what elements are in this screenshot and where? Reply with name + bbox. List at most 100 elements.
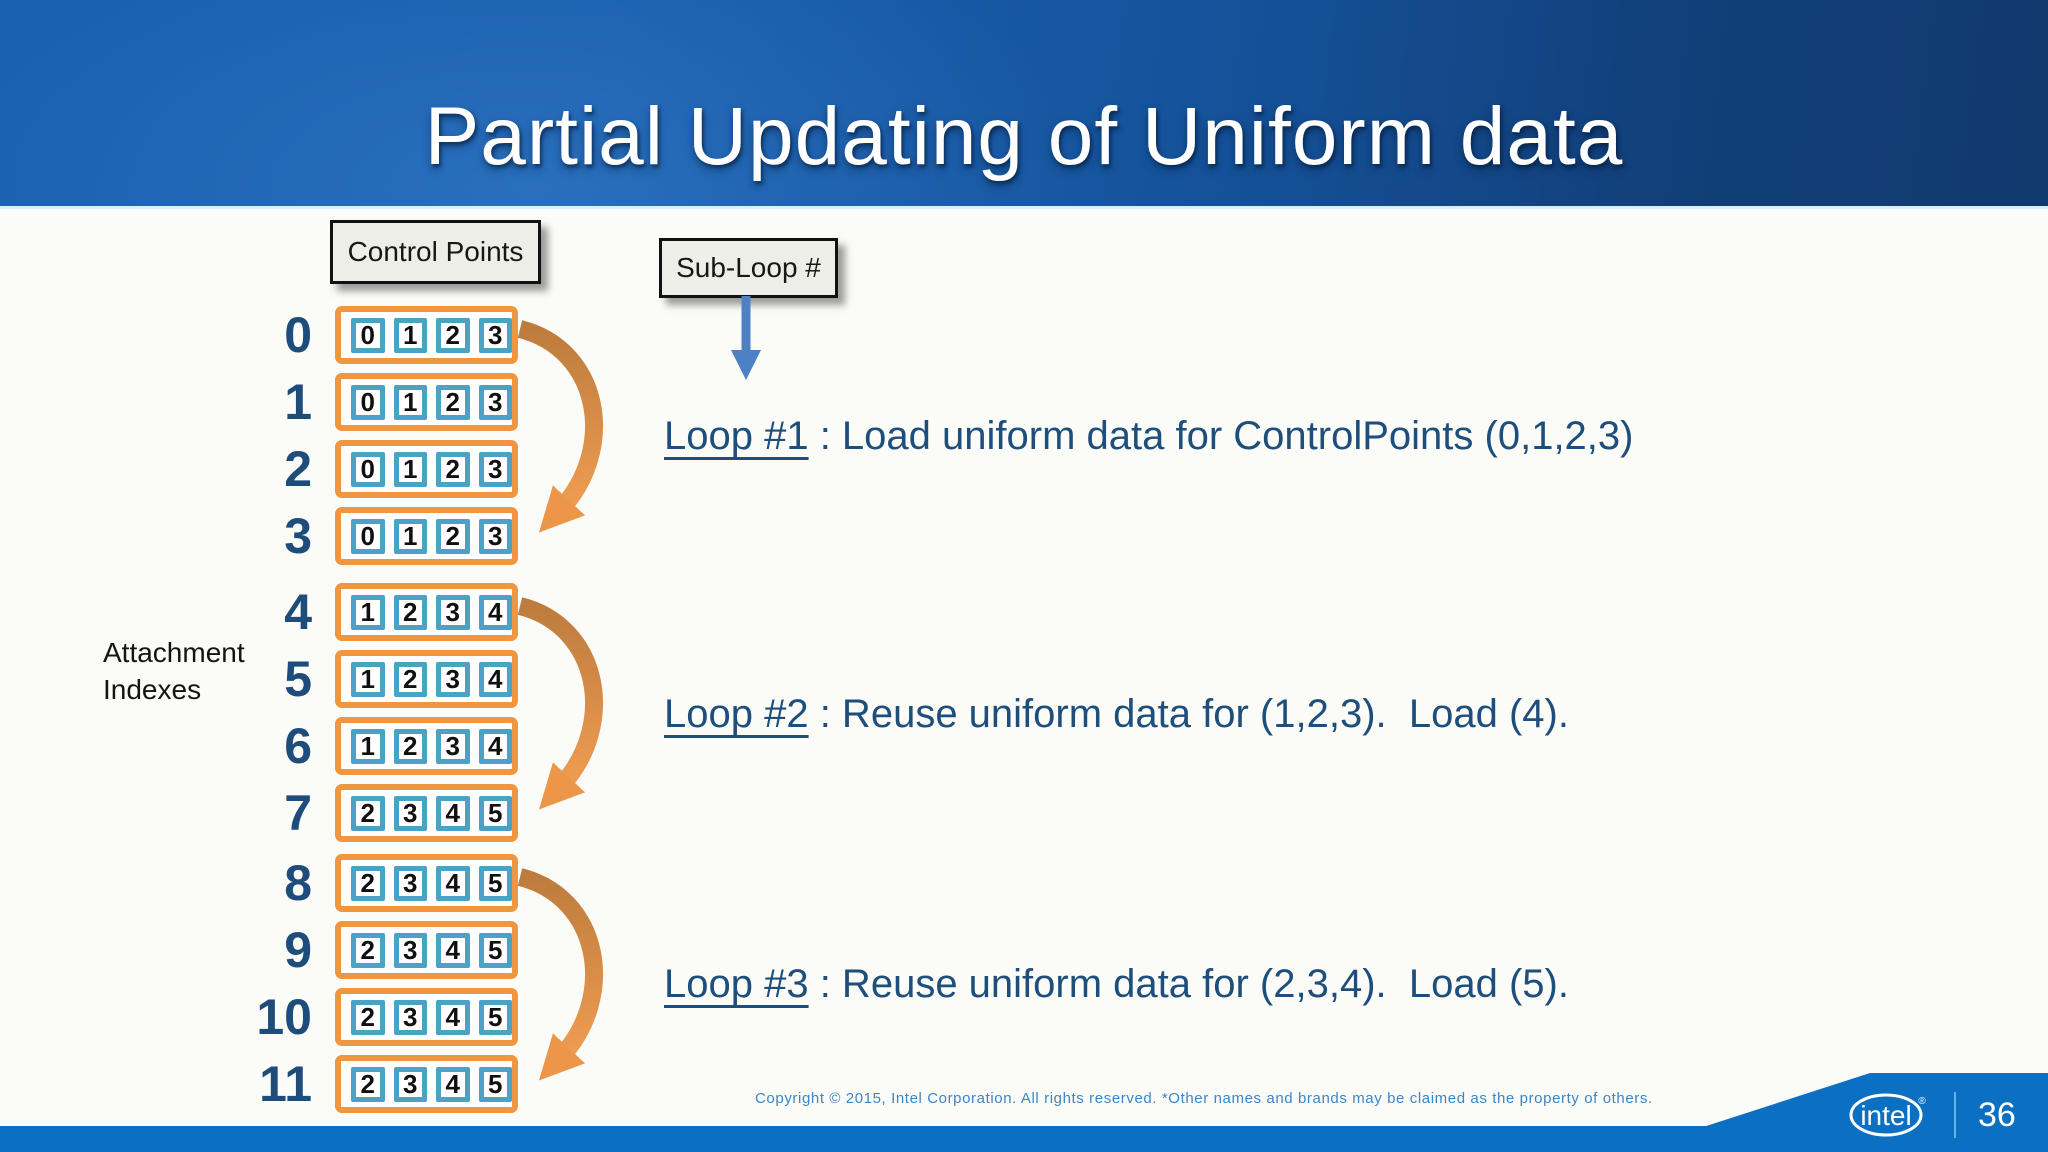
attachment-indexes-line2: Indexes <box>103 674 202 706</box>
attachment-index-label: 5 <box>284 651 312 707</box>
control-point-cell: 2 <box>436 384 470 420</box>
loop-description: : Reuse uniform data for (1,2,3). Load (… <box>808 692 1569 736</box>
control-point-cell: 1 <box>393 451 427 487</box>
control-point-cell: 5 <box>478 999 512 1035</box>
control-point-cell: 4 <box>478 728 512 764</box>
page-number: 36 <box>1978 1096 2016 1134</box>
control-point-cell: 1 <box>351 594 385 630</box>
control-point-cell: 1 <box>393 518 427 554</box>
control-point-cell: 2 <box>351 932 385 968</box>
attachment-index-label: 6 <box>284 718 312 774</box>
control-point-cell: 5 <box>478 795 512 831</box>
control-point-cell: 5 <box>478 932 512 968</box>
loop-label: Loop #3 <box>664 962 809 1006</box>
control-point-cell: 1 <box>351 661 385 697</box>
control-point-cell: 2 <box>351 1066 385 1102</box>
loop-description: : Load uniform data for ControlPoints (0… <box>808 414 1634 458</box>
control-point-cell: 4 <box>436 999 470 1035</box>
control-point-cell: 2 <box>393 594 427 630</box>
attachment-index-label: 8 <box>284 855 312 911</box>
attachment-indexes-line1: Attachment <box>103 637 245 668</box>
footer-separator <box>1954 1092 1956 1138</box>
attachment-indexes-label: Attachment Indexes <box>103 634 245 708</box>
control-point-cell: 3 <box>478 451 512 487</box>
control-point-cell: 1 <box>351 728 385 764</box>
control-point-cell: 3 <box>478 317 512 353</box>
attachment-index-label: 10 <box>256 989 312 1045</box>
control-point-cell: 4 <box>436 865 470 901</box>
header-band <box>0 0 2048 209</box>
svg-text:intel: intel <box>1860 1100 1911 1131</box>
control-point-cell: 0 <box>351 451 385 487</box>
control-point-cell: 5 <box>478 865 512 901</box>
attachment-index-label: 1 <box>284 374 312 430</box>
control-points-label: Control Points <box>347 236 524 267</box>
control-point-cell: 1 <box>393 384 427 420</box>
intel-logo-icon: intel ® <box>1849 1093 1926 1137</box>
loop-label: Loop #1 <box>664 414 809 458</box>
control-point-cell: 2 <box>436 451 470 487</box>
control-point-cell: 1 <box>393 317 427 353</box>
slide-title: Partial Updating of Uniform data <box>424 91 1624 182</box>
control-point-cell: 3 <box>478 518 512 554</box>
control-point-cell: 3 <box>393 795 427 831</box>
control-point-cell: 4 <box>478 661 512 697</box>
control-point-cell: 3 <box>393 999 427 1035</box>
control-point-cell: 3 <box>393 1066 427 1102</box>
control-point-cell: 2 <box>351 999 385 1035</box>
attachment-index-label: 0 <box>284 307 312 363</box>
control-point-cell: 4 <box>436 1066 470 1102</box>
control-point-cell: 4 <box>478 594 512 630</box>
control-point-cell: 3 <box>478 384 512 420</box>
control-point-cell: 0 <box>351 384 385 420</box>
sub-loop-label: Sub-Loop # <box>676 252 821 283</box>
control-point-cell: 5 <box>478 1066 512 1102</box>
control-point-cell: 2 <box>393 661 427 697</box>
svg-text:®: ® <box>1918 1096 1926 1107</box>
attachment-index-label: 7 <box>284 785 312 841</box>
attachment-index-label: 4 <box>284 584 312 640</box>
control-point-cell: 3 <box>393 932 427 968</box>
control-point-cell: 3 <box>436 728 470 764</box>
attachment-index-label: 3 <box>284 508 312 564</box>
control-points-callout: Control Points <box>330 220 541 284</box>
loop-label: Loop #2 <box>664 692 809 736</box>
control-point-cell: 4 <box>436 795 470 831</box>
loop-description: : Reuse uniform data for (2,3,4). Load (… <box>808 962 1569 1006</box>
loop-line-3: Loop #3 : Reuse uniform data for (2,3,4)… <box>664 962 1569 1007</box>
control-point-cell: 0 <box>351 317 385 353</box>
loop-line-2: Loop #2 : Reuse uniform data for (1,2,3)… <box>664 692 1569 737</box>
control-point-cell: 2 <box>351 795 385 831</box>
control-point-cell: 0 <box>351 518 385 554</box>
loop-line-1: Loop #1 : Load uniform data for ControlP… <box>664 414 1633 459</box>
attachment-index-label: 11 <box>259 1056 312 1112</box>
control-point-cell: 2 <box>351 865 385 901</box>
control-point-cell: 2 <box>393 728 427 764</box>
control-point-cell: 3 <box>436 661 470 697</box>
control-point-cell: 3 <box>436 594 470 630</box>
attachment-index-label: 9 <box>284 922 312 978</box>
